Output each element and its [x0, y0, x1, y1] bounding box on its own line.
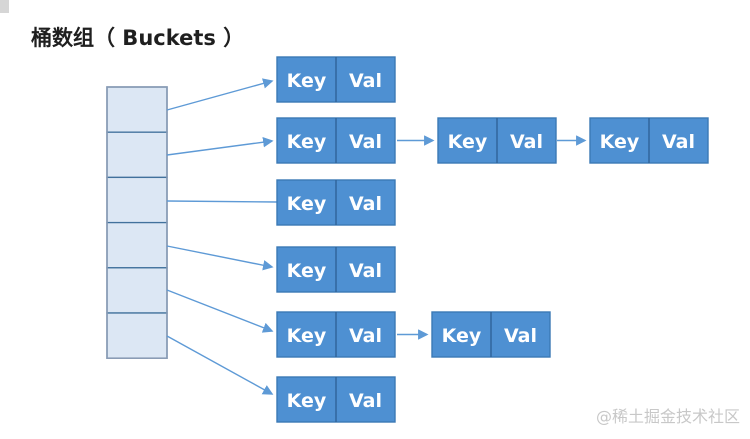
- bucket-array-outline: [106, 86, 168, 360]
- diagram-title: 桶数组（ Buckets ）: [31, 26, 244, 50]
- node-val-label: Val: [349, 193, 382, 215]
- arrow-bucket2-to-chain: [166, 200, 278, 203]
- node-val-label: Val: [349, 131, 382, 153]
- hash-node-row4-b: Key Val: [431, 311, 551, 358]
- node-val-label: Val: [504, 325, 537, 347]
- node-key-label: Key: [287, 260, 327, 282]
- corner-artifact: [0, 0, 9, 13]
- bucket-pointer-arrows: [166, 78, 278, 395]
- chain-link-arrows: [397, 135, 587, 340]
- bucket-array: [106, 86, 168, 360]
- node-val-label: Val: [349, 260, 382, 282]
- arrow-bucket4-to-chain: [166, 289, 274, 333]
- bucket-cell-1: [106, 131, 168, 179]
- bucket-cell-5: [106, 312, 168, 359]
- node-key-label: Key: [448, 131, 488, 153]
- node-val-label: Val: [349, 70, 382, 92]
- hash-node-row5: Key Val: [276, 376, 396, 423]
- hash-node-row1-b: Key Val: [437, 117, 557, 164]
- arrow-bucket1-to-chain: [166, 136, 274, 156]
- bucket-cell-4: [106, 267, 168, 314]
- bucket-cell-0: [106, 86, 168, 133]
- hash-node-row2: Key Val: [276, 179, 396, 226]
- bucket-cell-3: [106, 221, 168, 269]
- node-val-label: Val: [662, 131, 695, 153]
- node-val-label: Val: [349, 325, 382, 347]
- hash-node-row1-c: Key Val: [589, 117, 709, 164]
- node-key-label: Key: [287, 193, 327, 215]
- node-key-label: Key: [287, 131, 327, 153]
- node-key-label: Key: [287, 70, 327, 92]
- hash-node-row0: Key Val: [276, 56, 396, 103]
- node-key-label: Key: [287, 390, 327, 412]
- hash-node-row4-a: Key Val: [276, 311, 396, 358]
- arrow-bucket5-to-chain: [166, 335, 274, 395]
- watermark: @稀土掘金技术社区: [596, 407, 740, 426]
- bucket-cell-2: [106, 176, 168, 224]
- node-val-label: Val: [349, 390, 382, 412]
- hash-node-row3: Key Val: [276, 246, 396, 293]
- node-val-label: Val: [510, 131, 543, 153]
- hash-node-row1-a: Key Val: [276, 117, 396, 164]
- arrow-bucket0-to-chain: [166, 78, 274, 111]
- node-key-label: Key: [287, 325, 327, 347]
- node-key-label: Key: [442, 325, 482, 347]
- node-key-label: Key: [600, 131, 640, 153]
- arrow-bucket3-to-chain: [166, 245, 274, 271]
